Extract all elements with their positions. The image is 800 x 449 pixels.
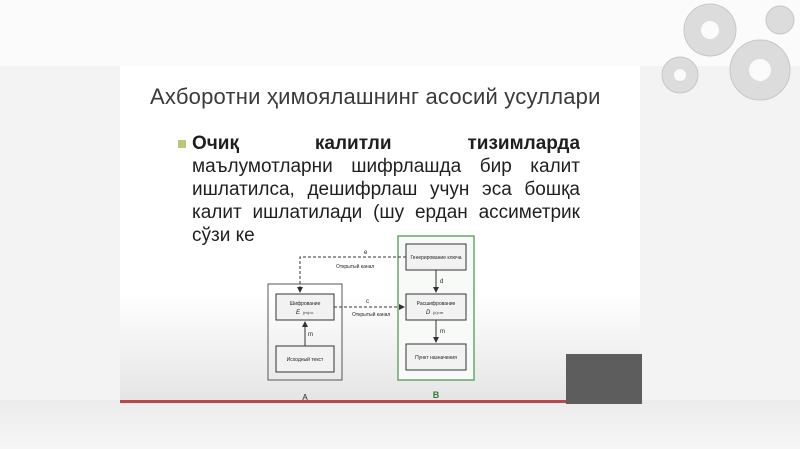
diagram-channel-top: Открытый канал bbox=[336, 263, 374, 270]
body-line-2: маълумотларни шифрлашда бир калит bbox=[192, 156, 580, 177]
body-bold-1: Очиқ bbox=[192, 133, 239, 154]
slide: Ахборотни ҳимоялашнинг асосий усуллари О… bbox=[120, 66, 640, 404]
bullet-marker bbox=[178, 140, 186, 148]
diagram-left-block-a-sub: E bbox=[296, 310, 301, 316]
diagram-label-c: c bbox=[366, 299, 369, 305]
diagram-label-d: d bbox=[440, 279, 443, 285]
body-line-5: сўзи ке bbox=[192, 225, 255, 246]
body-bold-2: калитли bbox=[314, 133, 392, 154]
diagram-caption-b: B bbox=[433, 390, 440, 400]
encryption-diagram: Шифрование E (m)=c Исходный текст Генери… bbox=[267, 235, 475, 402]
gray-block bbox=[566, 354, 642, 404]
diagram-label-m-right: m bbox=[440, 329, 445, 335]
diagram-left-block-b: Исходный текст bbox=[287, 356, 324, 363]
diagram-right-block-b-sub: D bbox=[426, 310, 431, 316]
diagram-left-block-a-note: (m)=c bbox=[303, 310, 313, 315]
background-bottom bbox=[0, 400, 800, 449]
slide-shade bbox=[120, 294, 640, 404]
diagram-right-block-c: Пункт назначения bbox=[415, 355, 457, 361]
diagram-right-block-b: Расшифрование bbox=[417, 301, 456, 307]
bottom-rule bbox=[120, 400, 640, 403]
body-line-4: калит ишлатилади (шу ердан ассиметрик bbox=[192, 202, 580, 223]
body-line-3: ишлатилса, дешифрлаш учун эса бошқа bbox=[192, 179, 580, 200]
slide-body: Очиқ калитли тизимларда маълумотларни ши… bbox=[192, 132, 580, 247]
background-top bbox=[0, 0, 800, 66]
diagram-right-block-b-note: (c)=m bbox=[433, 310, 444, 315]
slide-title: Ахборотни ҳимоялашнинг асосий усуллари bbox=[150, 84, 601, 109]
diagram-left-block-a: Шифрование bbox=[290, 301, 321, 307]
diagram-right-block-a: Генерирование ключа bbox=[410, 255, 461, 261]
diagram-label-m-left: m bbox=[308, 332, 313, 338]
gears-decoration-icon bbox=[661, 3, 795, 101]
diagram-caption-a: A bbox=[302, 393, 308, 402]
body-bold-3: тизимларда bbox=[467, 133, 580, 154]
body-line-1: Очиқ калитли тизимларда bbox=[192, 132, 580, 155]
diagram-channel-mid: Открытый канал bbox=[352, 311, 390, 318]
diagram-label-e: e bbox=[364, 250, 368, 256]
